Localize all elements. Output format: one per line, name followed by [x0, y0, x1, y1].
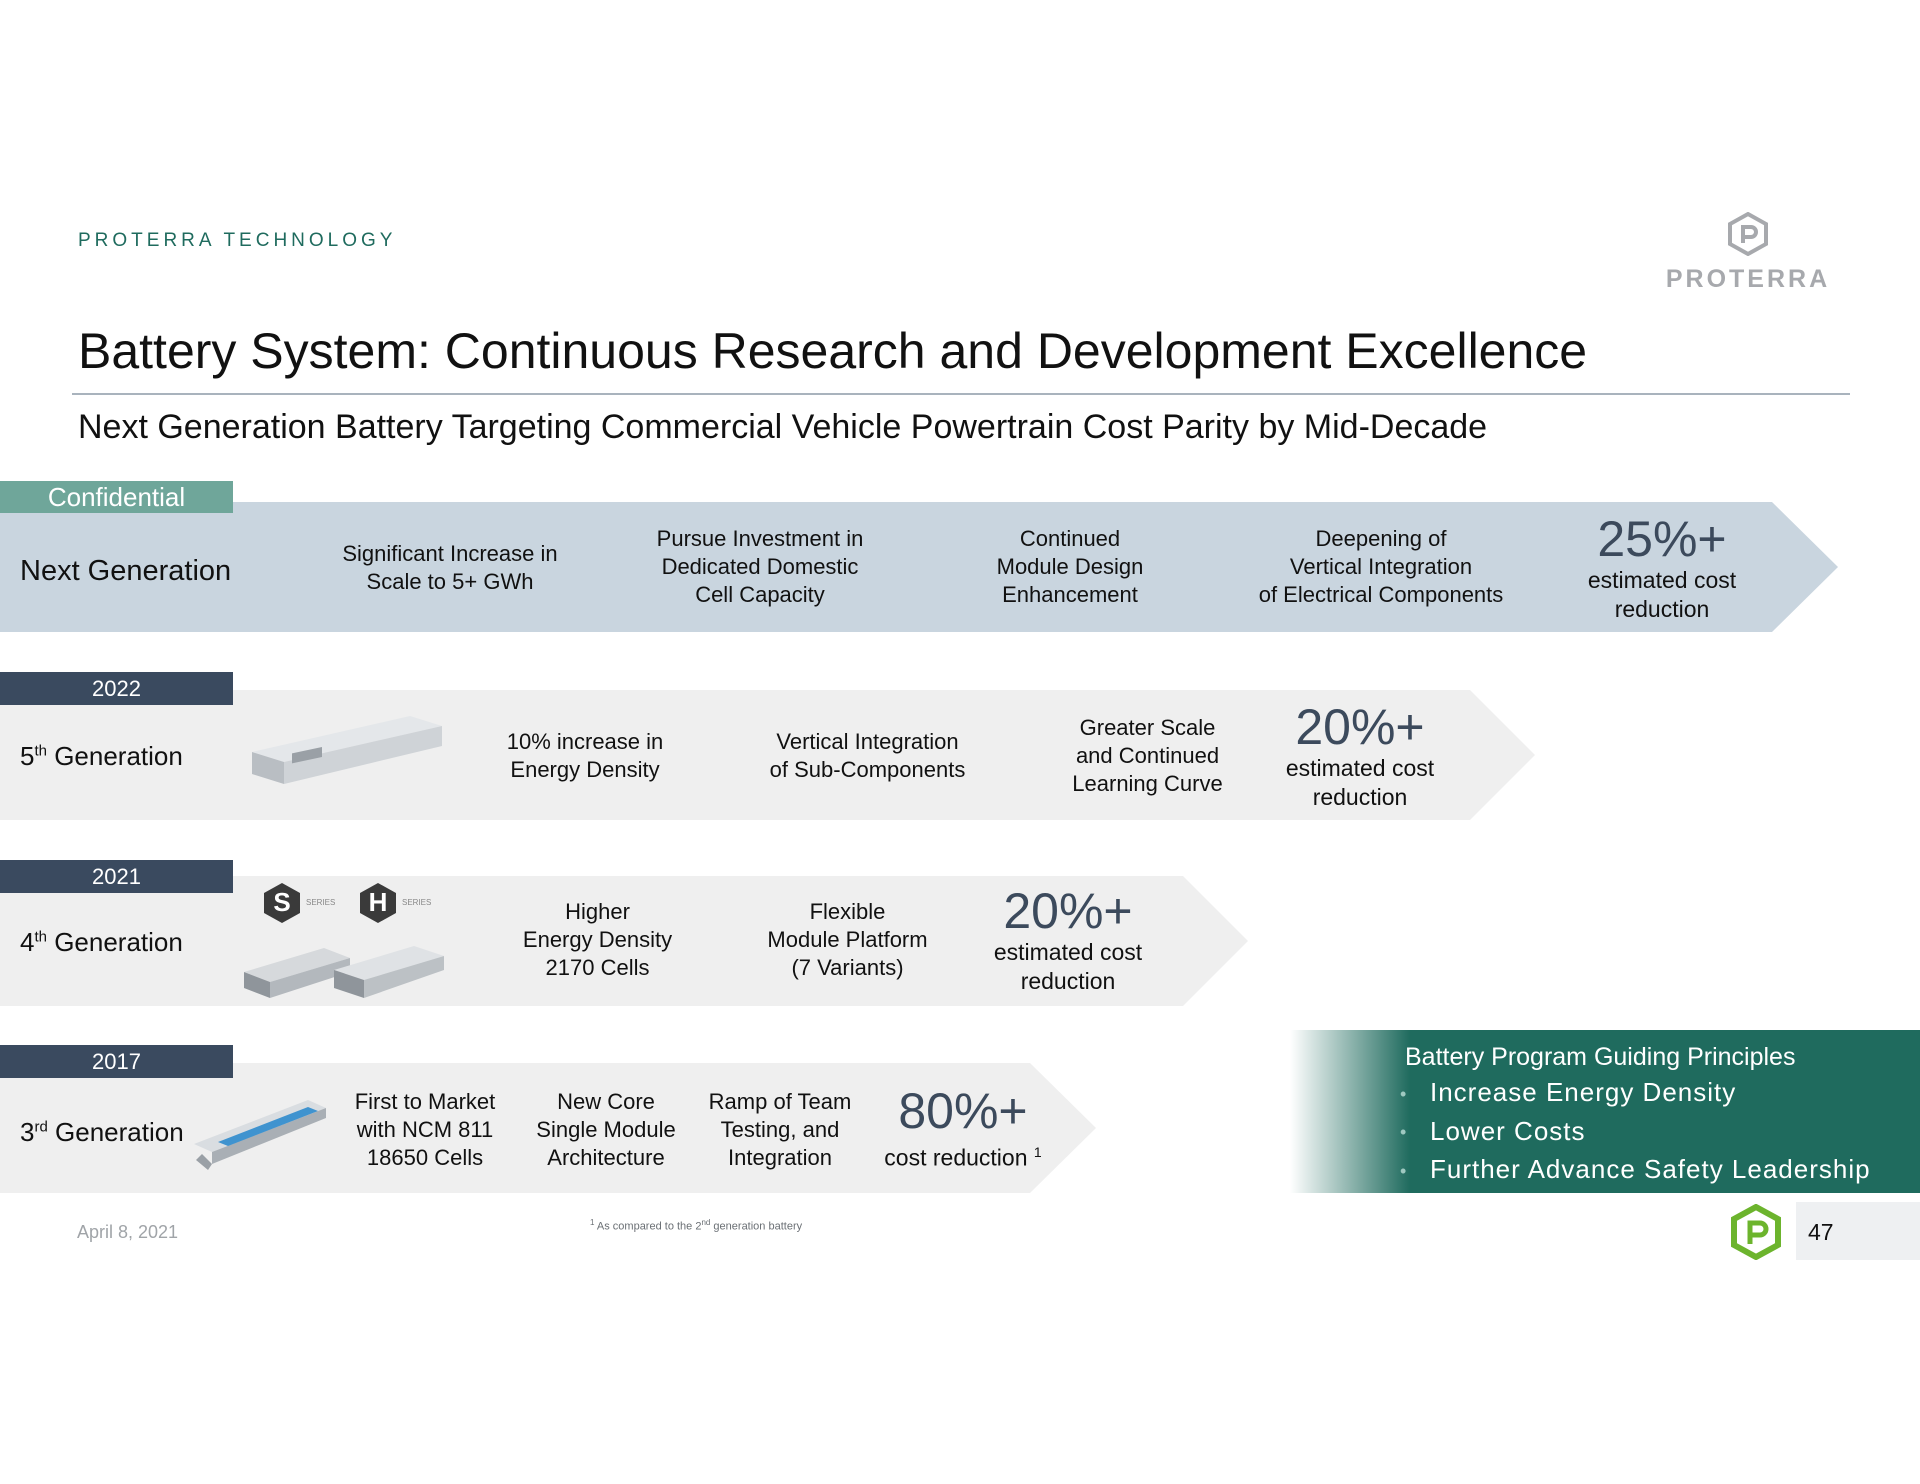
principles-title: Battery Program Guiding Principles — [1405, 1043, 1796, 1071]
principle-item: •Further Advance Safety Leadership — [1400, 1151, 1871, 1190]
gen3-arrow-band — [0, 1063, 1096, 1193]
gen4-year-tag: 2021 — [0, 860, 233, 893]
principle-item: •Increase Energy Density — [1400, 1074, 1871, 1113]
h-series-badge-letter: H — [368, 887, 388, 917]
gen3-year-tag: 2017 — [0, 1045, 233, 1078]
page-title: Battery System: Continuous Research and … — [78, 323, 1588, 379]
principles-list: •Increase Energy Density •Lower Costs •F… — [1400, 1074, 1871, 1190]
page-number: 47 — [1808, 1219, 1834, 1245]
gen5-year-tag: 2022 — [0, 672, 233, 705]
gen4-cost-reduction: 20%+ estimated cost reduction — [993, 883, 1143, 994]
s-series-badge-icon — [264, 883, 300, 923]
proterra-hex-icon — [1728, 211, 1768, 257]
next-gen-arrow-band — [0, 502, 1838, 632]
bullet-icon: • — [1400, 1083, 1408, 1104]
footer-date: April 8, 2021 — [77, 1222, 179, 1242]
guiding-principles-panel: •Increase Energy Density •Lower Costs •F… — [1290, 1030, 1920, 1193]
page-number-box — [1796, 1202, 1920, 1260]
h-series-label: SERIES — [402, 898, 432, 907]
h-series-badge-icon — [360, 883, 396, 923]
gen3-label: 3rd Generation — [20, 1117, 184, 1147]
logo-wordmark: PROTERRA — [1665, 265, 1831, 293]
s-series-badge-letter: S — [273, 887, 291, 917]
gen5-cost-reduction: 20%+ estimated cost reduction — [1285, 699, 1435, 810]
gen4-battery-modules-icon — [244, 946, 444, 998]
s-series-label: SERIES — [306, 898, 336, 907]
section-label: PROTERRA TECHNOLOGY — [78, 230, 397, 251]
bullet-icon: • — [1400, 1160, 1408, 1181]
gen3-cost-reduction: 80%+ cost reduction 1 — [884, 1083, 1042, 1171]
confidential-tag: Confidential — [0, 481, 233, 513]
gen3-battery-module-icon — [194, 1100, 326, 1170]
battery-pack-icon — [252, 716, 442, 784]
gen4-label: 4th Generation — [20, 927, 183, 957]
bullet-icon: • — [1400, 1122, 1408, 1143]
proterra-green-logo-icon — [1731, 1204, 1781, 1260]
title-divider — [72, 393, 1850, 395]
proterra-logo: PROTERRA — [1658, 211, 1838, 294]
footnote: 1 As compared to the 2nd generation batt… — [590, 1218, 803, 1233]
gen5-label: 5th Generation — [20, 741, 183, 771]
page-subtitle: Next Generation Battery Targeting Commer… — [78, 408, 1488, 446]
principle-item: •Lower Costs — [1400, 1113, 1871, 1152]
next-gen-label: Next Generation — [20, 555, 232, 587]
next-gen-cost-reduction: 25%+ estimated cost reduction — [1587, 511, 1737, 622]
